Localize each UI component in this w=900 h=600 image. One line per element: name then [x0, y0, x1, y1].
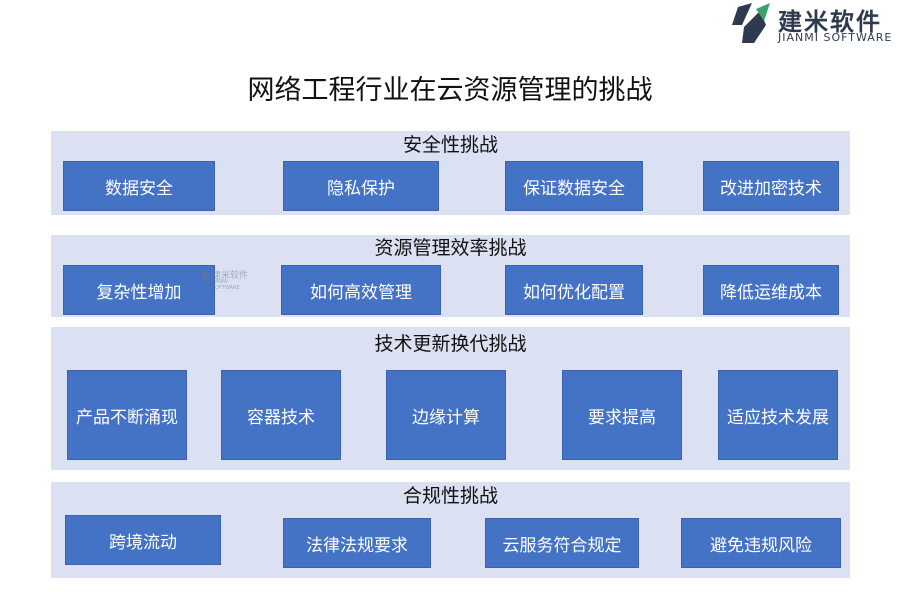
watermark-subtitle: JIANMI SOFTWARE	[212, 279, 240, 291]
logo-name: 建米软件	[778, 8, 882, 36]
challenge-box: 降低运维成本	[703, 265, 839, 315]
challenge-box: 复杂性增加	[63, 265, 215, 315]
challenge-box: 跨境流动	[65, 515, 221, 565]
challenge-box: 边缘计算	[386, 370, 506, 460]
challenge-box: 数据安全	[63, 161, 215, 211]
challenge-box: 隐私保护	[283, 161, 439, 211]
section-title: 资源管理效率挑战	[374, 237, 527, 259]
challenge-box: 云服务符合规定	[485, 518, 639, 568]
challenge-box: 法律法规要求	[283, 518, 431, 568]
watermark-logo: 建米软件 JIANMI SOFTWARE	[200, 268, 256, 291]
logo-mark-icon	[732, 3, 770, 43]
page-title: 网络工程行业在云资源管理的挑战	[247, 75, 653, 106]
challenge-box: 如何优化配置	[505, 265, 643, 315]
section-compliance: 合规性挑战 跨境流动 法律法规要求 云服务符合规定 避免违规风险	[51, 482, 850, 578]
section-security: 安全性挑战 数据安全 隐私保护 保证数据安全 改进加密技术	[51, 131, 850, 215]
section-tech-update: 技术更新换代挑战 产品不断涌现 容器技术 边缘计算 要求提高 适应技术发展	[51, 327, 850, 470]
challenge-box: 如何高效管理	[281, 265, 441, 315]
logo-subtitle: JIANMI SOFTWARE	[778, 31, 893, 44]
challenge-box: 避免违规风险	[681, 518, 841, 568]
challenge-box: 保证数据安全	[505, 161, 643, 211]
section-title: 技术更新换代挑战	[374, 333, 527, 355]
section-title: 合规性挑战	[402, 485, 498, 507]
challenge-box: 容器技术	[221, 370, 341, 460]
challenge-box: 要求提高	[562, 370, 682, 460]
challenge-box: 产品不断涌现	[67, 370, 187, 460]
watermark-name: 建米软件	[212, 271, 249, 281]
section-resource-efficiency: 资源管理效率挑战 复杂性增加 如何高效管理 如何优化配置 降低运维成本	[51, 235, 850, 317]
watermark-logo-icon	[201, 269, 209, 282]
challenge-box: 改进加密技术	[703, 161, 839, 211]
brand-logo: 建米软件 JIANMI SOFTWARE	[726, 0, 900, 48]
section-title: 安全性挑战	[402, 134, 498, 156]
challenge-box: 适应技术发展	[718, 370, 838, 460]
